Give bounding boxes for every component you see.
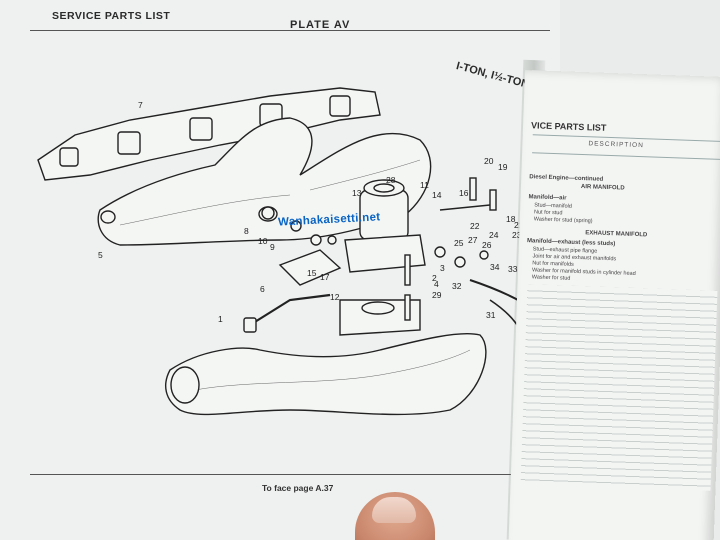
callout-1: 1 xyxy=(218,314,223,324)
right-page-rule-2 xyxy=(532,152,720,160)
footer-rule xyxy=(30,474,550,475)
plate-title: PLATE AV xyxy=(290,19,351,31)
callout-22: 22 xyxy=(470,221,480,231)
callout-20: 20 xyxy=(484,156,494,166)
callout-24: 24 xyxy=(489,230,499,240)
manifold-gasket xyxy=(37,87,381,181)
callout-32: 32 xyxy=(452,281,462,291)
fasteners xyxy=(261,177,497,321)
right-page: VICE PARTS LIST DESCRIPTION Diesel Engin… xyxy=(508,70,720,540)
callout-18: 18 xyxy=(506,214,516,224)
ruled-lines xyxy=(520,284,718,491)
callout-5: 5 xyxy=(98,250,103,260)
callout-2: 2 xyxy=(432,273,437,283)
face-page-label: To face page A.37 xyxy=(262,483,334,493)
callout-12: 12 xyxy=(330,292,340,302)
air-manifold xyxy=(164,299,487,416)
callout-4: 4 xyxy=(434,279,439,289)
callout-23: 23 xyxy=(512,230,522,240)
parts-line: EXHAUST MANIFOLD xyxy=(585,230,648,239)
parts-line: Washer for stud (spring) xyxy=(533,216,593,225)
callout-8: 8 xyxy=(244,226,249,236)
callout-10: 10 xyxy=(258,236,268,246)
fingernail xyxy=(372,497,416,523)
callout-27: 27 xyxy=(468,235,478,245)
callout-25: 25 xyxy=(454,238,464,248)
callout-31: 31 xyxy=(486,310,496,320)
right-page-title: VICE PARTS LIST xyxy=(530,120,607,133)
callout-6: 6 xyxy=(260,284,265,294)
parts-line: Diesel Engine—continued xyxy=(529,174,604,183)
callout-26: 26 xyxy=(482,240,492,250)
left-page xyxy=(0,0,560,540)
callout-7: 7 xyxy=(138,100,143,110)
header-rule xyxy=(30,30,550,31)
callout-11: 11 xyxy=(420,180,429,190)
callout-14: 14 xyxy=(432,190,442,200)
callout-28: 28 xyxy=(386,175,396,185)
description-header: DESCRIPTION xyxy=(588,140,644,150)
callout-labels: 1 2 3 4 5 6 7 8 9 10 11 12 13 14 15 16 1… xyxy=(98,100,524,324)
callout-34: 34 xyxy=(490,262,500,272)
callout-29: 29 xyxy=(432,290,442,300)
callout-19: 19 xyxy=(498,162,508,172)
callout-3: 3 xyxy=(440,263,445,273)
callout-17: 17 xyxy=(320,272,330,282)
manifold-exploded-diagram: 1 2 3 4 5 6 7 8 9 10 11 12 13 14 15 16 1… xyxy=(37,87,536,416)
service-parts-list-header: SERVICE PARTS LIST xyxy=(52,10,171,22)
callout-15: 15 xyxy=(307,268,317,278)
parts-line: Manifold—air xyxy=(528,194,567,202)
parts-line: Washer for stud xyxy=(531,274,571,282)
callout-13: 13 xyxy=(352,188,362,198)
callout-33: 33 xyxy=(508,264,518,274)
callout-9: 9 xyxy=(270,242,275,252)
pipe-6 xyxy=(243,293,331,333)
callout-16: 16 xyxy=(459,188,469,198)
parts-line: AIR MANIFOLD xyxy=(580,184,625,192)
parts-line: Nut for stud xyxy=(533,209,563,217)
